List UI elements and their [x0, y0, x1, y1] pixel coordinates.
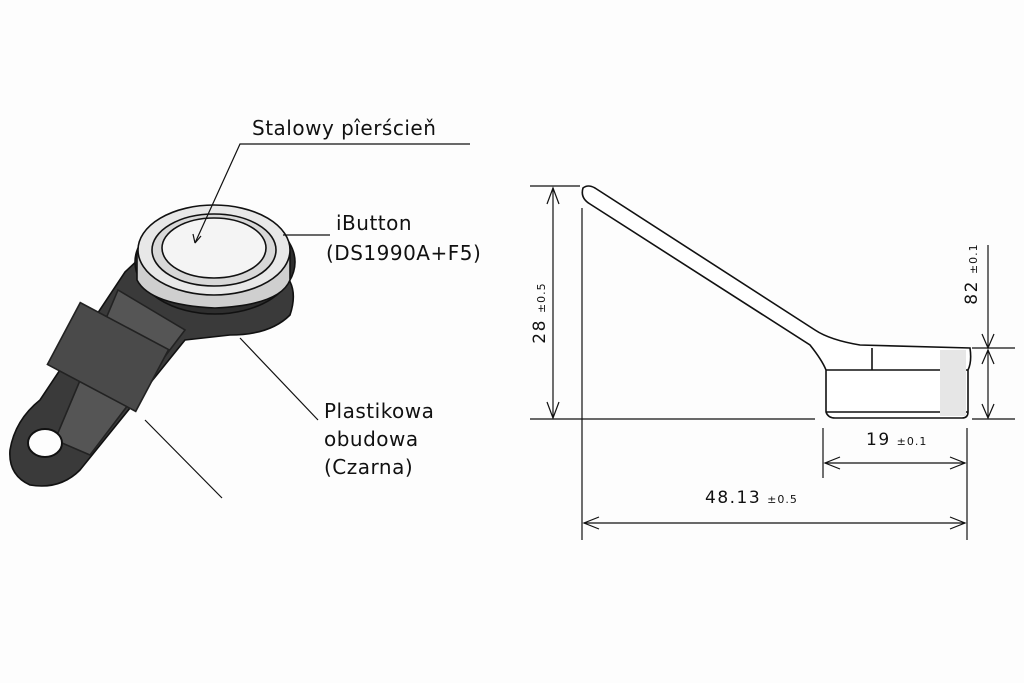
label-housing-2: obudowa	[324, 427, 419, 451]
dimension-lines	[530, 185, 1015, 540]
label-steel-ring: Stalowy pîerścieň	[252, 116, 437, 140]
side-profile	[581, 185, 972, 419]
dim-length: 48.13±0.5	[705, 488, 798, 508]
label-housing-1: Plastikowa	[324, 399, 435, 423]
dim-diameter: 19±0.1	[866, 430, 928, 450]
ibutton-fob-illustration	[9, 204, 296, 487]
label-model: (DS1990A+F5)	[326, 241, 482, 265]
dim-height: 28±0.5	[530, 282, 550, 344]
label-ibutton: iButton	[336, 211, 413, 235]
leader-lines	[144, 143, 470, 499]
label-housing-3: (Czarna)	[324, 455, 414, 479]
keyring-hole	[27, 428, 63, 458]
dim-head-height: 82±0.1	[962, 243, 982, 305]
